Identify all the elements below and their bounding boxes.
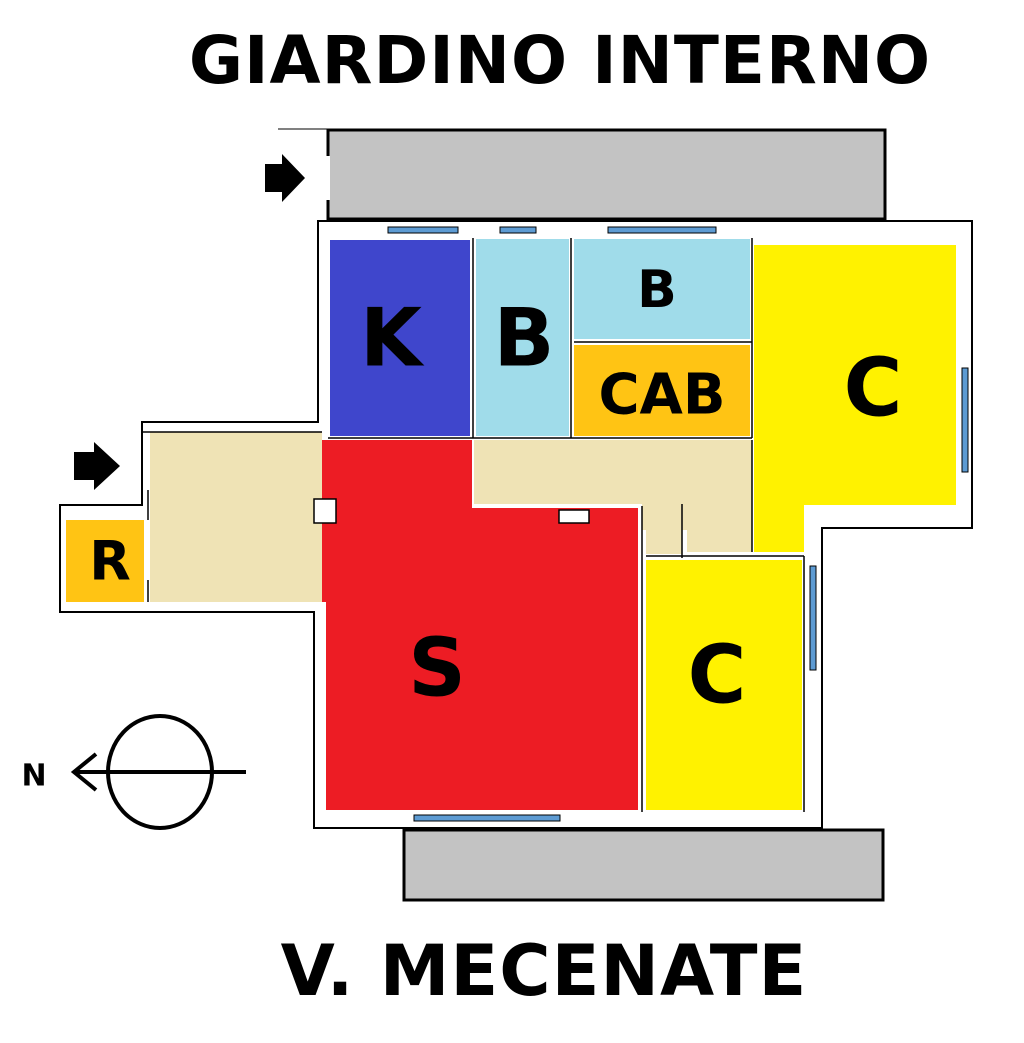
kitchen-room [330,240,470,436]
bedroom-north-room [754,245,956,552]
closet-label: CAB [598,363,725,428]
entrance-arrow-icon [74,442,120,490]
window [607,226,717,234]
terrace-south [402,828,885,902]
living-room [322,440,638,810]
garden-heading: GIARDINO INTERNO [188,22,932,99]
compass-north-icon [70,714,246,830]
entrance-hall [150,432,322,602]
window [499,226,537,234]
window [387,226,459,234]
entrance-arrow-icon [265,154,305,202]
bath-main-label: B [494,292,555,385]
bedroom-south-label: C [688,629,747,722]
bathroom-room [476,239,569,436]
closet-room [574,345,750,436]
street-heading: V. MECENATE [280,930,808,1012]
bedroom-north-label: C [844,342,903,435]
storage-label: R [89,530,131,593]
compass-label: N [21,759,46,794]
terrace-north [326,128,887,221]
bath-small-label: B [637,260,677,320]
window [809,565,817,671]
window [413,814,561,822]
storage-room [66,520,144,602]
living-label: S [408,622,466,715]
bathroom-small-room [574,239,750,339]
bedroom-south-room [646,560,802,810]
kitchen-label: K [360,292,425,385]
window [961,367,969,473]
